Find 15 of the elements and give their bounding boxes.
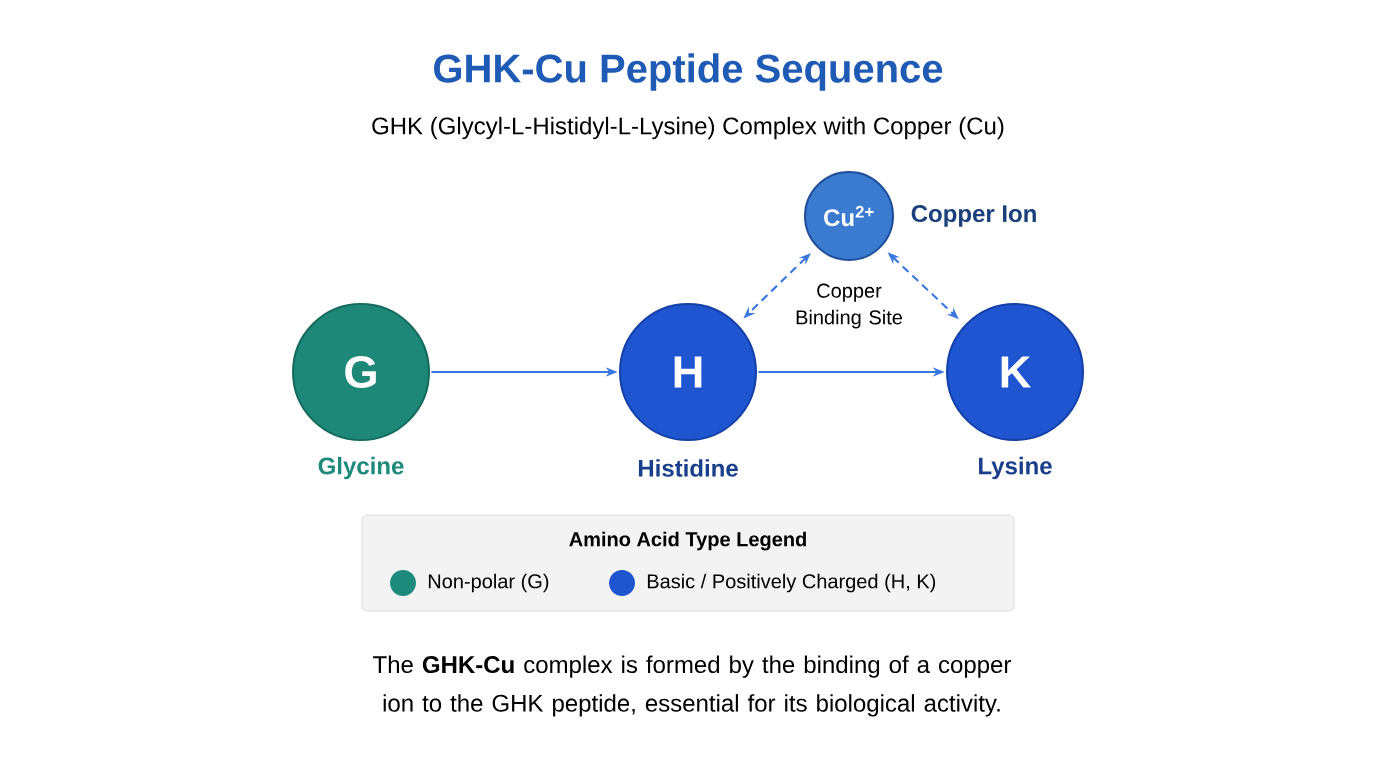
caption: The GHK-Cu complex is formed by the binding of a copper ion to the GHK peptide, essential for its biological activity. xyxy=(373,655,1011,717)
subtitle: GHK (Glycyl-L-Histidyl-L-Lysine) Complex with Copper (Cu) xyxy=(372,116,1004,140)
circle-node: Cu$^{2+}$ xyxy=(804,171,894,261)
circle-node: H xyxy=(619,303,757,441)
node-label: Histidine xyxy=(638,459,738,477)
circle-node: K xyxy=(946,303,1084,441)
legend-label: Non-polar (G) xyxy=(428,573,549,593)
legend-label: Basic / Positively Charged (H, K) xyxy=(647,573,936,593)
node-label: Lysine xyxy=(979,456,1052,480)
circle-node: G xyxy=(292,303,430,441)
title: GHK-Cu Peptide Sequence xyxy=(434,53,943,91)
node-label: Copper Ion xyxy=(911,205,1036,227)
legend-title: Amino Acid Type Legend xyxy=(569,531,806,551)
node-label: Glycine xyxy=(318,456,404,480)
site-label: Copper Binding Site xyxy=(796,283,902,329)
